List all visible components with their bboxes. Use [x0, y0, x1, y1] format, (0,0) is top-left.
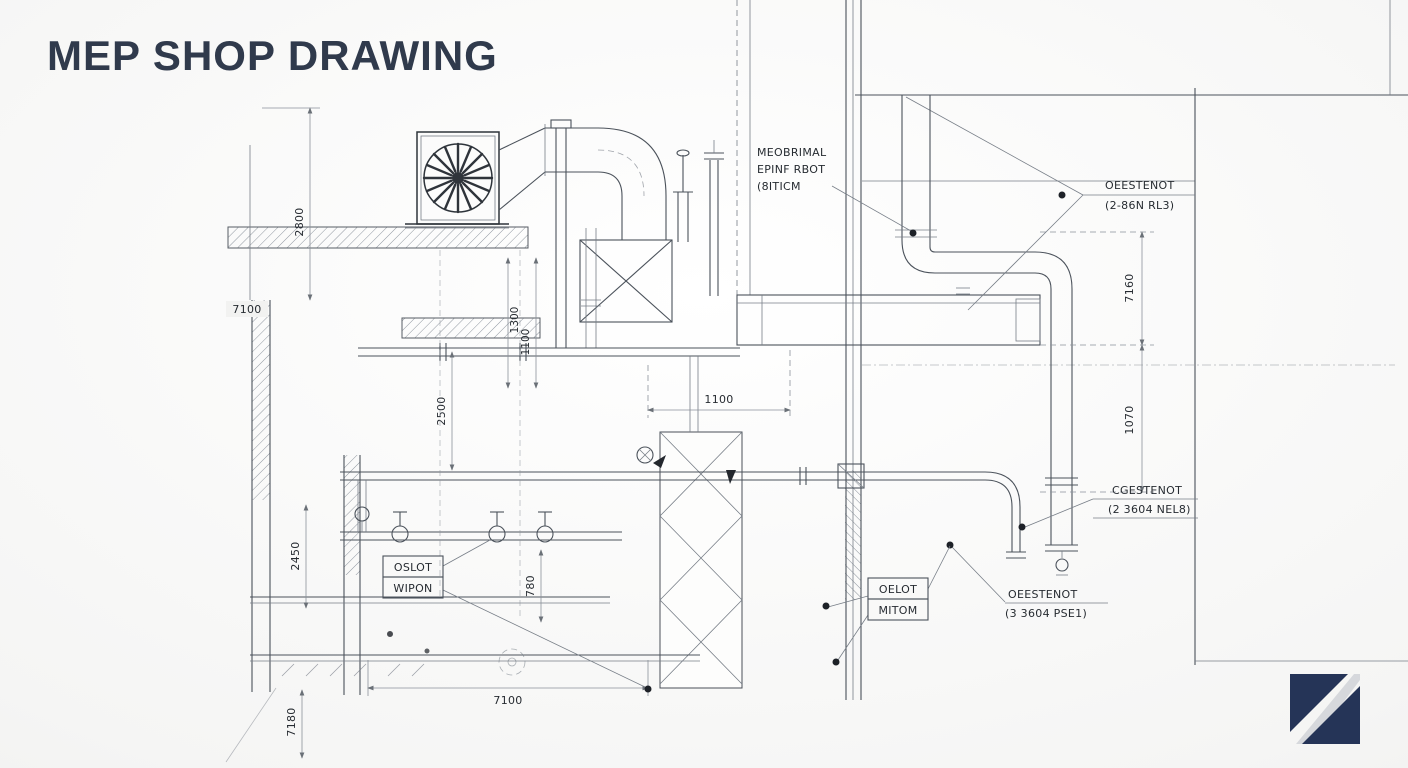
leader-dot — [1058, 191, 1066, 199]
note-riser: CGESTENOT (2 3604 NEL8) — [1108, 484, 1191, 516]
tag-left-line2: WIPON — [393, 582, 432, 595]
tag-center-line1: OELOT — [879, 583, 917, 596]
page-title: MEP SHOP DRAWING — [47, 32, 498, 79]
dim-pipe-drop: 780 — [524, 575, 537, 597]
leader-dot — [644, 685, 652, 693]
leader-dot — [832, 658, 840, 666]
note-riser-line2: (2 3604 NEL8) — [1108, 503, 1191, 516]
duct-elbow — [597, 127, 667, 197]
dim-center-left: 2500 — [435, 396, 448, 425]
damper-symbol — [636, 446, 654, 464]
dim-bottom-left: 7180 — [285, 707, 298, 736]
flow-arrow-icon — [653, 455, 666, 468]
note-ceiling: OEESTENOT (2-86N RL3) — [1105, 179, 1175, 212]
valve-symbol — [488, 511, 506, 543]
tag-center-line2: MITOM — [878, 604, 917, 617]
hvac-fan-unit — [405, 131, 509, 229]
dim-left-lower: 2450 — [289, 541, 302, 570]
dim-right-upper: 7160 — [1123, 273, 1136, 302]
flow-arrow-icon — [726, 470, 736, 484]
leader-dot — [822, 602, 830, 610]
annotations: MEOBRIMAL EPINF RBOT (8ITICM OEESTENOT (… — [382, 146, 1198, 693]
leader-dot — [946, 541, 954, 549]
dim-duct-a: 1300 — [509, 307, 521, 334]
dim-right-mid: 1070 — [1123, 405, 1136, 434]
note-riser-line1: CGESTENOT — [1112, 484, 1182, 497]
main-duct — [736, 294, 1041, 346]
piping — [340, 95, 1078, 676]
valve-symbol — [354, 506, 370, 532]
note-duct: MEOBRIMAL EPINF RBOT (8ITICM — [757, 146, 827, 193]
structure-lines — [225, 0, 1408, 763]
pipe-elbow — [1034, 251, 1073, 290]
dim-left-slab: 7100 — [232, 303, 261, 316]
leader-dot — [909, 229, 917, 237]
valve-symbol — [391, 511, 409, 543]
note-ceiling-line2: (2-86N RL3) — [1105, 199, 1174, 212]
dim-center-span: 1100 — [704, 393, 733, 406]
valve-tag-center: OELOT MITOM — [867, 577, 929, 621]
brand-logo — [1290, 674, 1360, 744]
note-drain-line2: (3 3604 PSE1) — [1005, 607, 1087, 620]
note-duct-line1: MEOBRIMAL — [757, 146, 827, 159]
dim-bottom-span: 7100 — [493, 694, 522, 707]
dim-left-upper: 2800 — [293, 207, 306, 236]
note-drain: OEESTENOT (3 3604 PSE1) — [1005, 588, 1087, 620]
note-ceiling-line1: OEESTENOT — [1105, 179, 1175, 192]
walls — [227, 226, 861, 695]
valve-symbol — [536, 511, 554, 543]
dim-duct-b: 1100 — [520, 329, 532, 356]
leader-dot — [1018, 523, 1026, 531]
note-duct-line2: EPINF RBOT — [757, 163, 825, 176]
fan-blades-icon — [422, 142, 494, 214]
valve-tag-left: OSLOT WIPON — [382, 555, 444, 599]
note-duct-line3: (8ITICM — [757, 180, 801, 193]
dimensions: 2800 7100 1300 1100 2500 1100 2450 780 7… — [226, 107, 1154, 759]
note-drain-line1: OEESTENOT — [1008, 588, 1078, 601]
tag-left-line1: OSLOT — [394, 561, 432, 574]
diffuser-box — [579, 239, 673, 323]
